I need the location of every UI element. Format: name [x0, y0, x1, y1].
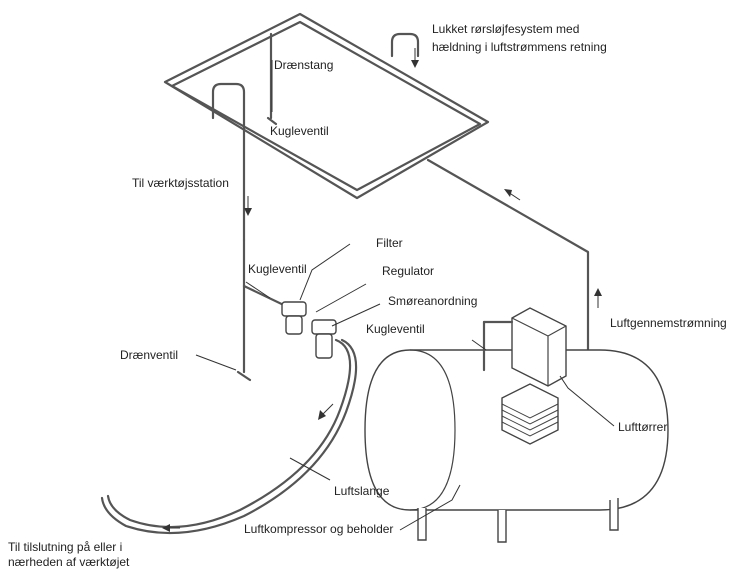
drain-leg-pipe [266, 32, 278, 126]
regulator-lubricator-unit [311, 319, 337, 359]
label-ball-valve-mid: Kugleventil [248, 262, 307, 276]
label-ball-valve-right: Kugleventil [366, 322, 425, 336]
label-filter: Filter [376, 236, 403, 250]
label-tool-connection-2: nærheden af værktøjet [8, 555, 130, 569]
label-lubricator: Smøreanordning [388, 294, 478, 308]
air-hose [100, 338, 358, 535]
label-to-tool-station: Til værktøjsstation [132, 176, 229, 190]
compressor-tank [364, 349, 669, 543]
label-air-hose: Luftslange [334, 484, 390, 498]
closed-loop-pipe [163, 12, 490, 200]
filter-unit [281, 301, 307, 335]
air-dryer [511, 307, 567, 387]
leader-lines [195, 60, 615, 531]
tool-station-downpipe [236, 238, 252, 382]
label-compressor: Luftkompressor og beholder [244, 522, 394, 536]
compressor-motor [501, 383, 559, 445]
ball-valve-right-pipe [482, 320, 514, 372]
gooseneck-top-right [390, 32, 420, 58]
flow-arrows [162, 48, 602, 532]
label-dryer: Lufttørrer [618, 420, 668, 434]
label-tool-connection: Til tilslutning på eller i [8, 540, 123, 554]
label-ball-valve-top: Kugleventil [270, 124, 329, 138]
label-drain-valve: Drænventil [120, 348, 179, 362]
label-drain-leg: Drænstang [274, 58, 334, 72]
riser-gooseneck-left [211, 82, 246, 242]
label-closed-loop: Lukket rørsløjfesystem med [432, 22, 580, 36]
label-closed-loop-2: hældning i luftstrømmens retning [432, 40, 607, 54]
label-airflow: Luftgennemstrømning [610, 316, 727, 330]
label-regulator: Regulator [382, 264, 435, 278]
